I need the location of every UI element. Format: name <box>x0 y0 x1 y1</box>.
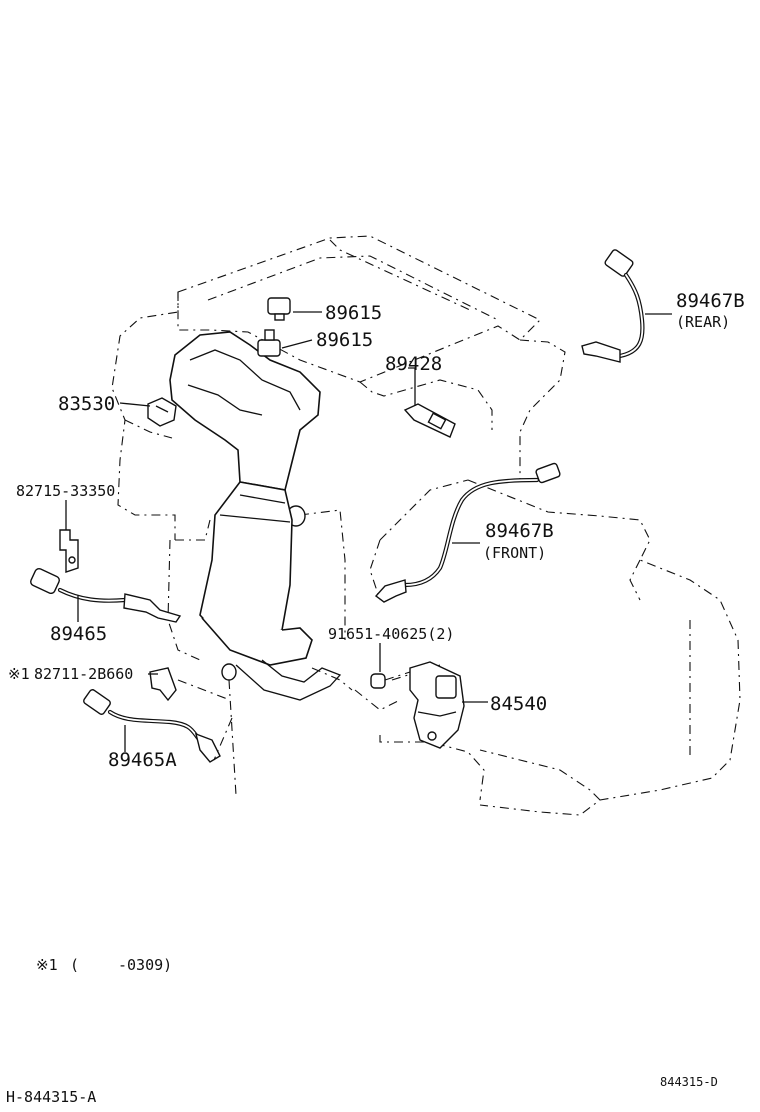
label-89465a: 89465A <box>108 749 177 771</box>
clamp-82711 <box>149 667 177 702</box>
oxygen-sensor-89467b-front <box>374 462 561 603</box>
oxygen-sensor-89465 <box>30 567 182 623</box>
label-89428: 89428 <box>385 353 442 375</box>
label-rear-note: (REAR) <box>676 313 730 331</box>
label-82715-33350: 82715-33350 <box>16 482 115 500</box>
footnote-open: ( <box>70 956 79 974</box>
label-83530: 83530 <box>58 393 115 415</box>
catalytic-converter <box>199 481 342 701</box>
label-84540: 84540 <box>490 693 547 715</box>
footnote-range: -0309) <box>118 956 172 974</box>
oxygen-sensor-89467b-rear <box>581 249 645 363</box>
label-82711-2b660: 82711-2B660 <box>34 665 133 683</box>
drawing-code-right: 844315-D <box>660 1075 718 1089</box>
bolt-91651 <box>370 673 386 689</box>
sensor-83530 <box>147 397 177 427</box>
drawing-code-left: H-844315-A <box>6 1088 96 1106</box>
footnote-mark: ※1 <box>36 956 58 974</box>
leader-lines <box>65 311 672 752</box>
label-front-note: (FRONT) <box>483 544 546 562</box>
sensor-89615-a <box>267 297 291 321</box>
label-82711-mark: ※1 <box>8 665 30 683</box>
sensor-89428 <box>403 403 456 438</box>
switch-84540 <box>409 661 465 749</box>
sensor-89615-b <box>257 329 281 357</box>
label-89615-b: 89615 <box>316 329 373 351</box>
install-lines <box>177 671 411 796</box>
label-89615-a: 89615 <box>325 302 382 324</box>
label-89467b-front: 89467B <box>485 520 554 542</box>
exhaust-manifold <box>169 331 321 527</box>
label-89465: 89465 <box>50 623 107 645</box>
engine-block-outline <box>111 235 741 816</box>
label-89467b-rear: 89467B <box>676 290 745 312</box>
bracket-82715 <box>59 529 79 573</box>
label-91651-40625: 91651-40625(2) <box>328 625 454 643</box>
